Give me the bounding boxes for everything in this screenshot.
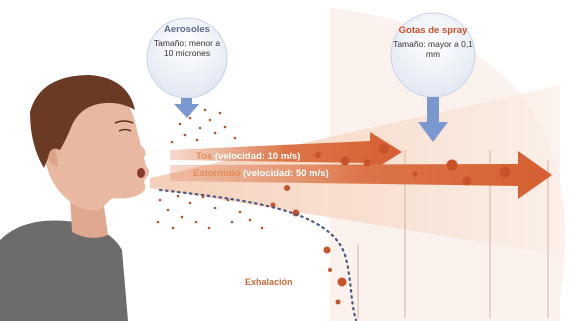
mouth bbox=[137, 168, 145, 178]
exhalation-path bbox=[158, 188, 358, 321]
eye bbox=[118, 128, 132, 132]
sneeze-arrow bbox=[170, 151, 552, 199]
aerosol-dots bbox=[156, 108, 264, 230]
hair bbox=[30, 75, 135, 168]
aerosoles-size: Tamaño: menor a 10 micrones bbox=[153, 38, 221, 58]
exhalation-droplets bbox=[323, 246, 347, 305]
spray-callout: Gotas de spray Tamaño: mayor a 0,1 mm bbox=[391, 25, 475, 59]
cough-name: Tos bbox=[196, 151, 213, 162]
aerosoles-title: Aerosoles bbox=[164, 24, 210, 35]
shirt bbox=[0, 220, 128, 321]
sneeze-name: Estornudo bbox=[193, 168, 241, 179]
cough-label: Tos (velocidad: 10 m/s) bbox=[196, 151, 300, 162]
aerosoles-callout: Aerosoles Tamaño: menor a 10 micrones bbox=[150, 24, 224, 58]
eyebrow bbox=[114, 120, 134, 124]
sneeze-label: Estornudo (velocidad: 50 m/s) bbox=[193, 168, 329, 179]
aerosoles-bubble bbox=[146, 17, 228, 118]
cough-speed: (velocidad: 10 m/s) bbox=[212, 151, 301, 162]
exhalation-label: Exhalación bbox=[245, 277, 293, 287]
sneeze-speed: (velocidad: 50 m/s) bbox=[240, 168, 329, 179]
spray-title: Gotas de spray bbox=[398, 25, 468, 36]
spray-size: Tamaño: mayor a 0,1 mm bbox=[393, 39, 473, 59]
spray-bubble bbox=[390, 12, 476, 142]
person-illustration bbox=[0, 75, 149, 321]
spray-droplets bbox=[270, 144, 511, 217]
